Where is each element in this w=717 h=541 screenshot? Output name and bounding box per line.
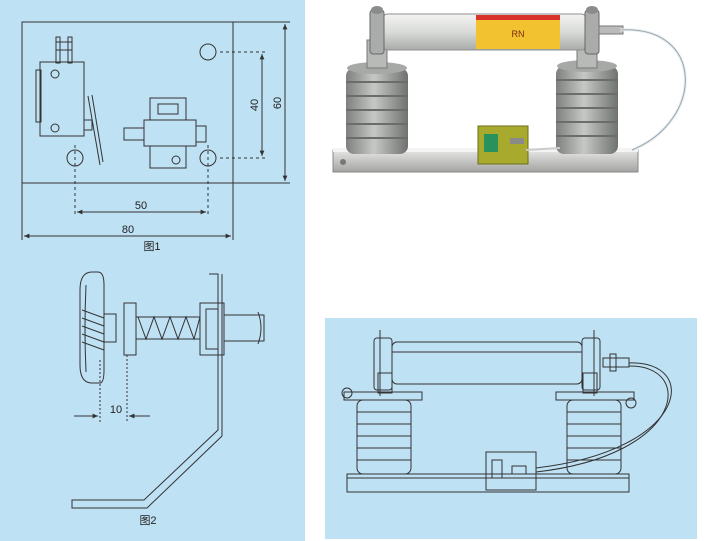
mount-hole-top [199, 43, 217, 61]
insulator-left-photo [346, 62, 408, 154]
fuse-label-text: RN [512, 29, 525, 39]
dim-label-10: 10 [110, 404, 122, 416]
front-flange [123, 302, 137, 356]
rear-flange [199, 302, 225, 356]
base-rail-drawing [346, 473, 630, 493]
mounting-plate-outline [21, 21, 234, 184]
dim-label-50: 50 [135, 200, 147, 212]
rod [223, 314, 265, 342]
figure2-caption: 图2 [139, 514, 156, 527]
microswitch-drawing [35, 36, 104, 166]
fuse-switch-photo: RN [332, 6, 687, 173]
striker-thread [81, 309, 105, 351]
fuse-tube-drawing [391, 341, 583, 385]
figure2-diagram [71, 271, 265, 509]
figure1-diagram [21, 21, 290, 240]
striker-head [79, 271, 105, 384]
dim-label-80: 80 [122, 224, 134, 236]
figure1-caption: 图1 [143, 240, 160, 253]
spring-coil [137, 315, 201, 341]
figure-panel-bottom-right [325, 318, 697, 539]
figure-panel-left [0, 0, 305, 541]
switch-board-drawing [485, 451, 537, 491]
dim-label-40: 40 [249, 99, 261, 111]
fuse-switch-line-drawing [341, 330, 672, 493]
dim-label-60: 60 [272, 97, 284, 109]
insulator-right-photo [556, 60, 618, 154]
bent-bracket [71, 273, 223, 509]
spring-assembly-drawing [123, 97, 207, 169]
